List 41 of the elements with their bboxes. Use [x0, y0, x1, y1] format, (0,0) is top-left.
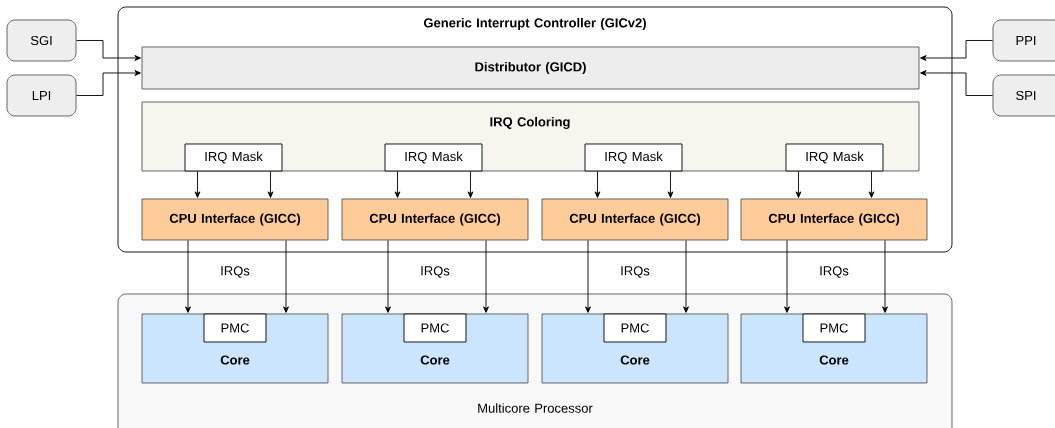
signal-label: IRQs [621, 266, 650, 278]
mask-box: IRQ Mask [384, 143, 483, 172]
interface-box: CPU Interface (GICC) [541, 198, 729, 241]
mask-box: IRQ Mask [184, 143, 283, 172]
arrow [185, 240, 191, 313]
distributor-box: Distributor (GICD) [141, 46, 920, 90]
arrow [920, 70, 993, 96]
arrow [385, 240, 391, 313]
source-box: SPI [992, 74, 1055, 117]
arrow [784, 240, 790, 313]
arrow [795, 171, 802, 198]
interface-box: CPU Interface (GICC) [141, 198, 329, 241]
arrow [667, 171, 674, 198]
source-box: SGI [6, 19, 77, 62]
mask-box: IRQ Mask [785, 143, 884, 172]
arrow [483, 240, 489, 313]
pmc-box: PMC [403, 313, 467, 343]
interface-box: CPU Interface (GICC) [341, 198, 529, 241]
arrow [76, 70, 141, 96]
arrow [267, 171, 274, 198]
signal-label: IRQs [820, 266, 849, 278]
source-box: PPI [992, 19, 1055, 62]
arrow [194, 171, 201, 198]
arrow [394, 171, 401, 198]
interface-box: CPU Interface (GICC) [740, 198, 928, 241]
pmc-box: PMC [802, 313, 866, 343]
arrow [585, 240, 591, 313]
arrow [594, 171, 601, 198]
source-box: LPI [6, 74, 77, 117]
arrow [882, 240, 888, 313]
pmc-box: PMC [603, 313, 667, 343]
arrow [920, 40, 993, 61]
arrow [283, 240, 289, 313]
arrow [868, 171, 875, 198]
signal-label: IRQs [421, 266, 450, 278]
pmc-box: PMC [203, 313, 267, 343]
arrow [76, 40, 141, 61]
arrow [683, 240, 689, 313]
signal-label: IRQs [221, 266, 250, 278]
arrow [467, 171, 474, 198]
mask-box: IRQ Mask [584, 143, 683, 172]
